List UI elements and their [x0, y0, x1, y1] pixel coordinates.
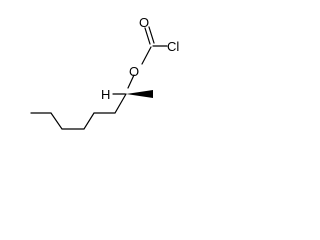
carbon-ester-oxygen-bond	[141, 46, 152, 65]
ester-oxygen-label: O	[129, 64, 139, 79]
stereo-wedge-bond	[126, 90, 153, 98]
carbonyl-oxygen-label: O	[139, 15, 149, 30]
structure-diagram: O Cl O H	[0, 0, 213, 162]
molecule-drawing: O Cl O H	[30, 15, 179, 130]
carbonyl-double-bond-1	[144, 27, 151, 45]
chlorine-label: Cl	[167, 39, 179, 54]
stereo-hydrogen-label: H	[101, 87, 110, 102]
carbonyl-double-bond-2	[148, 26, 155, 44]
hexyl-chain	[30, 93, 127, 130]
ester-oxygen-stereocenter-bond	[127, 74, 135, 89]
